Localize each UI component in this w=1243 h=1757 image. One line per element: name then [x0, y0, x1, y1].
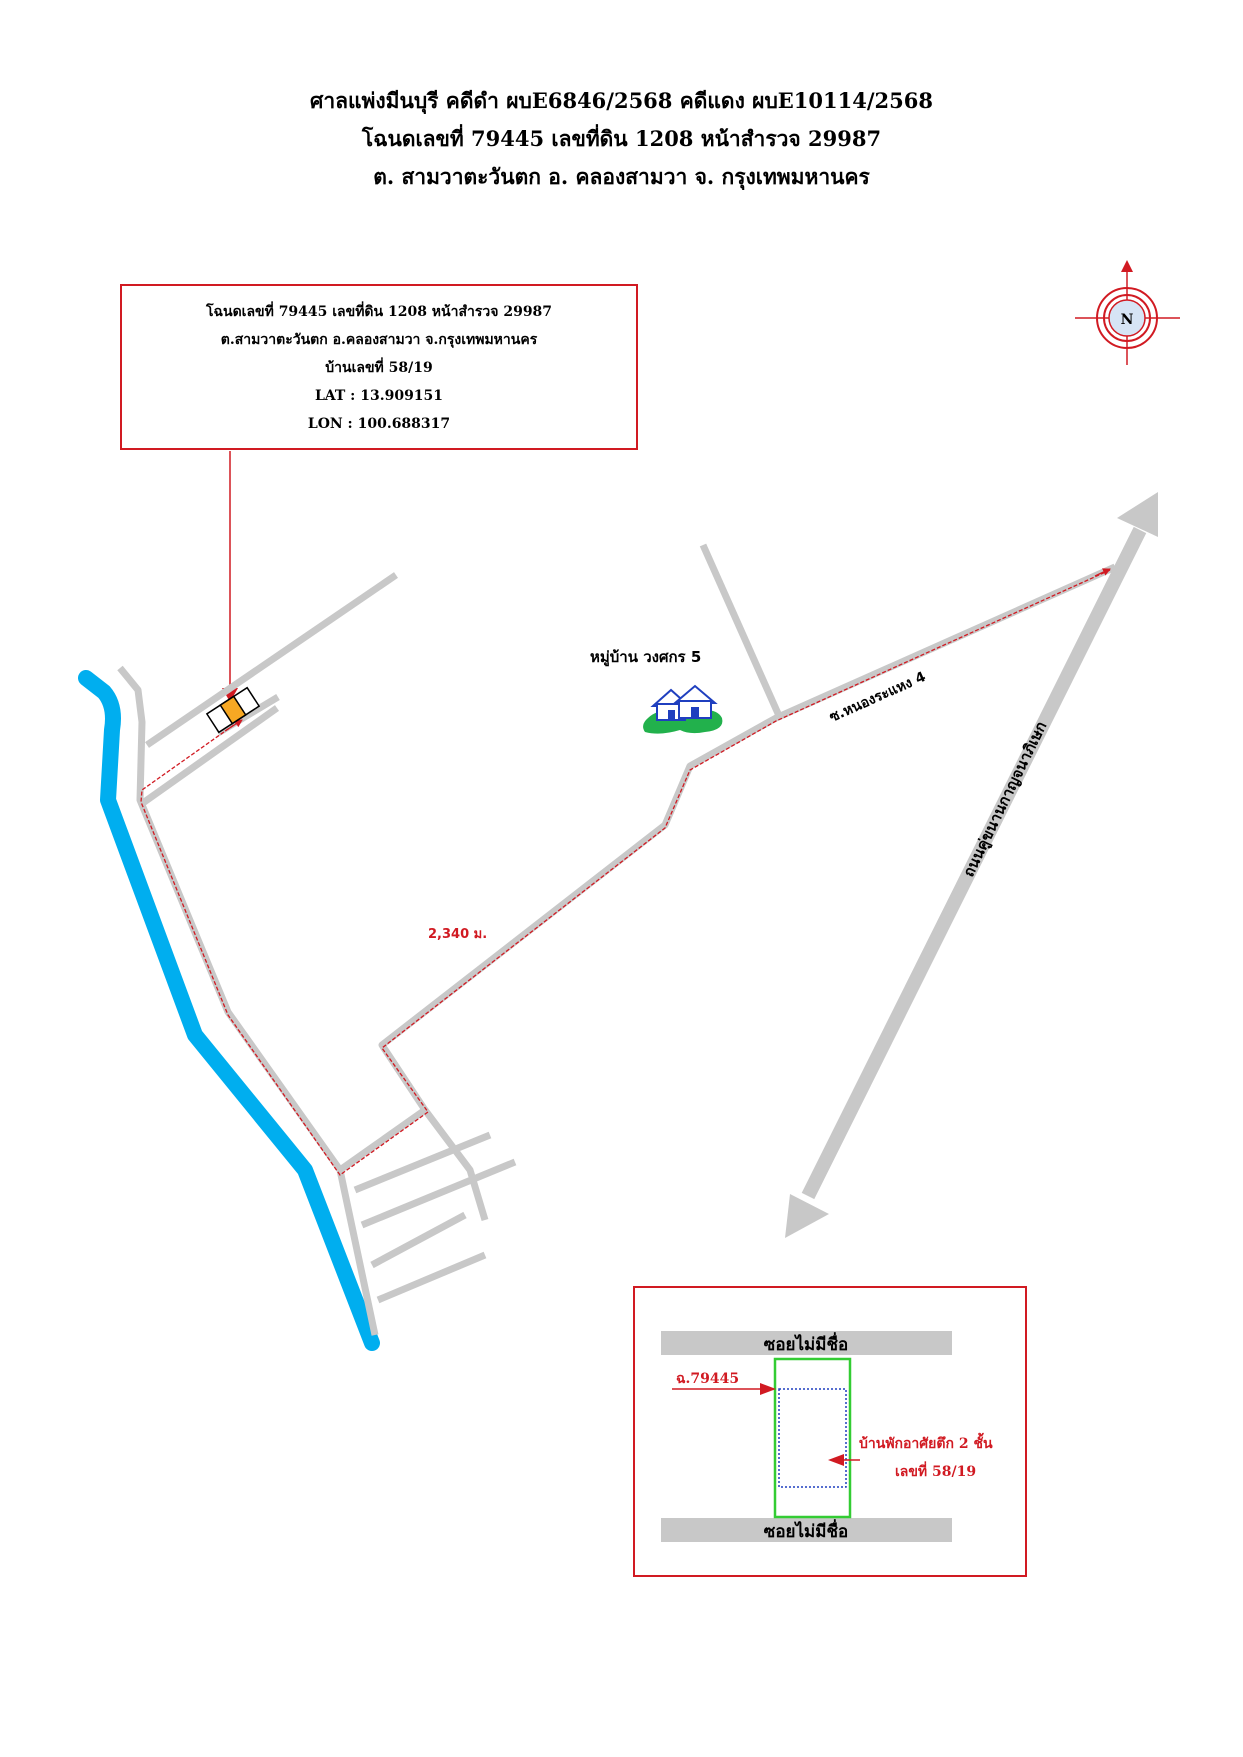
inset-house-label-1: บ้านพักอาศัยตึก 2 ชั้น: [859, 1432, 993, 1452]
soi-label: ซ.หนองระแหง 4: [827, 669, 928, 726]
local-roads: [117, 543, 1117, 1336]
route-arrowhead: [1094, 568, 1111, 577]
compass-rose: N: [1075, 260, 1180, 365]
info-pointer-arrow: [222, 451, 238, 702]
info-latitude: LAT : 13.909151: [314, 388, 444, 404]
inset-plot-diagram: ซอยไม่มีชื่อ ซอยไม่มีชื่อ ฉ.79445 บ้านพั…: [633, 1286, 1027, 1577]
village-label: หมู่บ้าน วงศกร 5: [590, 648, 701, 667]
inset-top-road-label: ซอยไม่มีชื่อ: [764, 1332, 848, 1355]
inset-building-outline: [778, 1388, 847, 1488]
page-header: ศาลแพ่งมีนบุรี คดีดำ ผบE6846/2568 คดีแดง…: [0, 82, 1243, 196]
canal: [78, 670, 380, 1351]
houses-icon: [643, 684, 723, 734]
compass-north-label: N: [1121, 312, 1134, 328]
property-plot-marker: [205, 686, 261, 734]
main-road-arrow: [785, 492, 1158, 1238]
header-deed-line: โฉนดเลขที่ 79445 เลขที่ดิน 1208 หน้าสำรว…: [361, 126, 882, 151]
inset-bottom-road-label: ซอยไม่มีชื่อ: [764, 1519, 848, 1542]
inset-house-label-2: เลขที่ 58/19: [895, 1461, 976, 1480]
property-info-box: โฉนดเลขที่ 79445 เลขที่ดิน 1208 หน้าสำรว…: [120, 284, 638, 450]
info-longitude: LON : 100.688317: [307, 416, 451, 432]
info-house-number: บ้านเลขที่ 58/19: [325, 360, 433, 376]
header-case-line: ศาลแพ่งมีนบุรี คดีดำ ผบE6846/2568 คดีแดง…: [310, 88, 933, 113]
route-plot-arrowhead: [224, 719, 243, 732]
header-location-line: ต. สามวาตะวันตก อ. คลองสามวา จ. กรุงเทพม…: [373, 164, 870, 189]
route-path: [140, 569, 1111, 1176]
info-deed-line: โฉนดเลขที่ 79445 เลขที่ดิน 1208 หน้าสำรว…: [205, 304, 553, 320]
info-location-line: ต.สามวาตะวันตก อ.คลองสามวา จ.กรุงเทพมหาน…: [220, 332, 538, 348]
main-road-label: ถนนคู่ขนานกาญจนาภิเษก: [959, 719, 1051, 881]
inset-parcel-boundary: [773, 1357, 852, 1519]
inset-deed-label: ฉ.79445: [676, 1371, 739, 1387]
distance-label: 2,340 ม.: [428, 927, 487, 942]
